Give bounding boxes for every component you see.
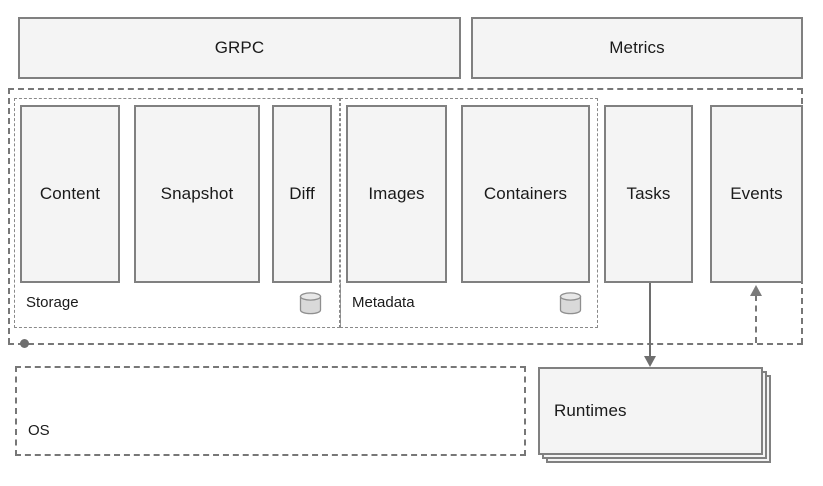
os-boundary-link-dot (20, 339, 29, 348)
tasks-label: Tasks (626, 183, 671, 203)
runtimes-to-events-arrowhead (750, 285, 762, 296)
runtimes-node[interactable]: Runtimes (538, 367, 763, 455)
metadata-group-label: Metadata (352, 294, 415, 311)
images-label: Images (368, 183, 425, 203)
metadata-group-container (340, 98, 598, 328)
database-cylinder-icon (298, 291, 323, 316)
containers-node[interactable]: Containers (461, 105, 590, 283)
images-node[interactable]: Images (346, 105, 447, 283)
diff-label: Diff (289, 183, 315, 203)
content-node[interactable]: Content (20, 105, 120, 283)
database-cylinder-icon (558, 291, 583, 316)
core-band-bottom-edge (8, 343, 803, 345)
diff-node[interactable]: Diff (272, 105, 332, 283)
tasks-to-runtimes-arrowhead (644, 356, 656, 367)
containers-label: Containers (483, 183, 568, 203)
events-node[interactable]: Events (710, 105, 803, 283)
events-label: Events (730, 183, 783, 203)
snapshot-label: Snapshot (160, 183, 234, 203)
metrics-node[interactable]: Metrics (471, 17, 803, 79)
storage-group-label: Storage (26, 294, 79, 311)
tasks-node[interactable]: Tasks (604, 105, 693, 283)
metrics-label: Metrics (609, 37, 665, 57)
grpc-label: GRPC (214, 37, 265, 57)
runtimes-to-events-line (755, 295, 757, 343)
grpc-node[interactable]: GRPC (18, 17, 461, 79)
tasks-to-runtimes-line (649, 283, 651, 357)
os-container (15, 366, 526, 456)
os-label: OS (28, 422, 50, 439)
storage-group-container (14, 98, 340, 328)
runtimes-label: Runtimes (554, 400, 627, 420)
snapshot-node[interactable]: Snapshot (134, 105, 260, 283)
content-label: Content (39, 183, 101, 203)
